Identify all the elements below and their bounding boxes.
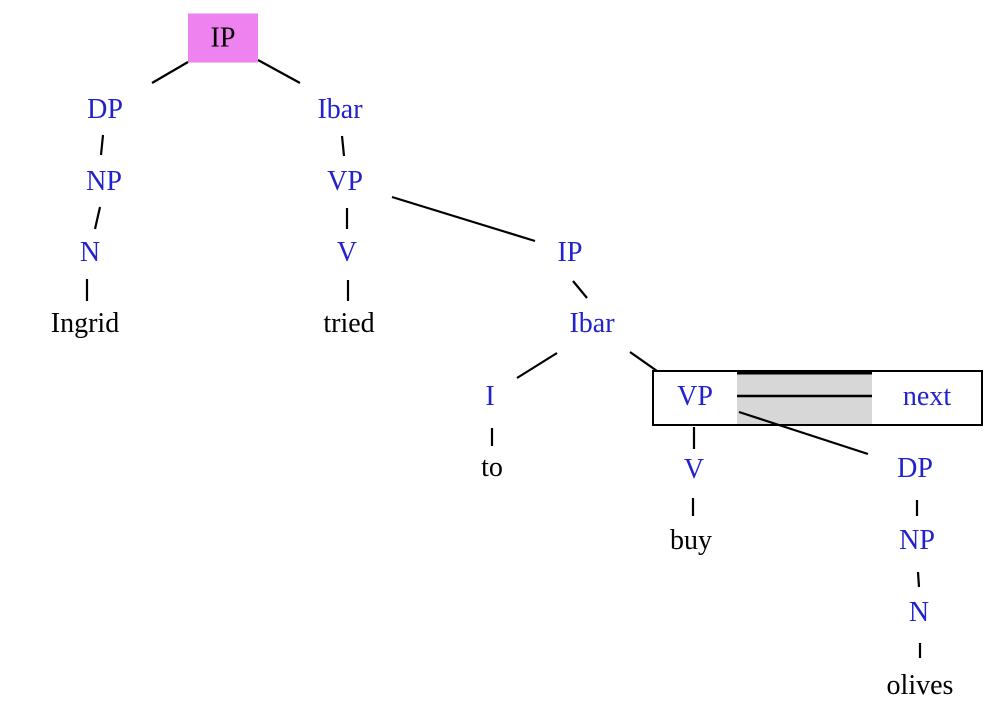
word-olives: olives bbox=[886, 670, 954, 701]
edge-vp-main-ip-embedded bbox=[391, 195, 536, 243]
edge-ip-root-ibar-main bbox=[257, 59, 301, 84]
ip-embedded: IP bbox=[557, 237, 583, 268]
n-subject: N bbox=[79, 237, 101, 268]
edge-ip-root-dp-subject bbox=[151, 61, 189, 84]
dp-object: DP bbox=[897, 453, 933, 484]
ibar-main: Ibar bbox=[317, 94, 363, 125]
edge-ibar-embedded-i-embedded bbox=[516, 352, 558, 379]
word-tried: tried bbox=[323, 308, 375, 339]
word-ingrid: Ingrid bbox=[50, 308, 120, 339]
vp-main: VP bbox=[327, 166, 363, 197]
n-object: N bbox=[908, 597, 930, 628]
trace-box-shading bbox=[737, 372, 872, 424]
np-subject: NP bbox=[86, 166, 122, 197]
edge-ibar-main-vp-main bbox=[340, 135, 346, 157]
word-buy: buy bbox=[670, 525, 712, 556]
vp-boxed: VP bbox=[677, 381, 713, 412]
np-object: NP bbox=[899, 525, 935, 556]
edge-np-object-n-object bbox=[916, 571, 921, 588]
edge-trace-box-dp-object bbox=[738, 410, 869, 456]
dp-subject: DP bbox=[87, 94, 123, 125]
edge-ibar-embedded-trace-box bbox=[629, 351, 658, 372]
word-next: next bbox=[902, 381, 952, 412]
edge-dp-subject-np-subject bbox=[99, 134, 105, 156]
i-embedded: I bbox=[485, 381, 495, 412]
word-to: to bbox=[481, 452, 503, 483]
edge-ip-embedded-ibar-embedded bbox=[572, 280, 588, 299]
ip-root: IP bbox=[188, 13, 258, 63]
v-main: V bbox=[336, 237, 358, 268]
edge-np-subject-n-subject bbox=[93, 206, 102, 230]
v-embedded: V bbox=[683, 454, 705, 485]
ibar-embedded: Ibar bbox=[569, 308, 615, 339]
